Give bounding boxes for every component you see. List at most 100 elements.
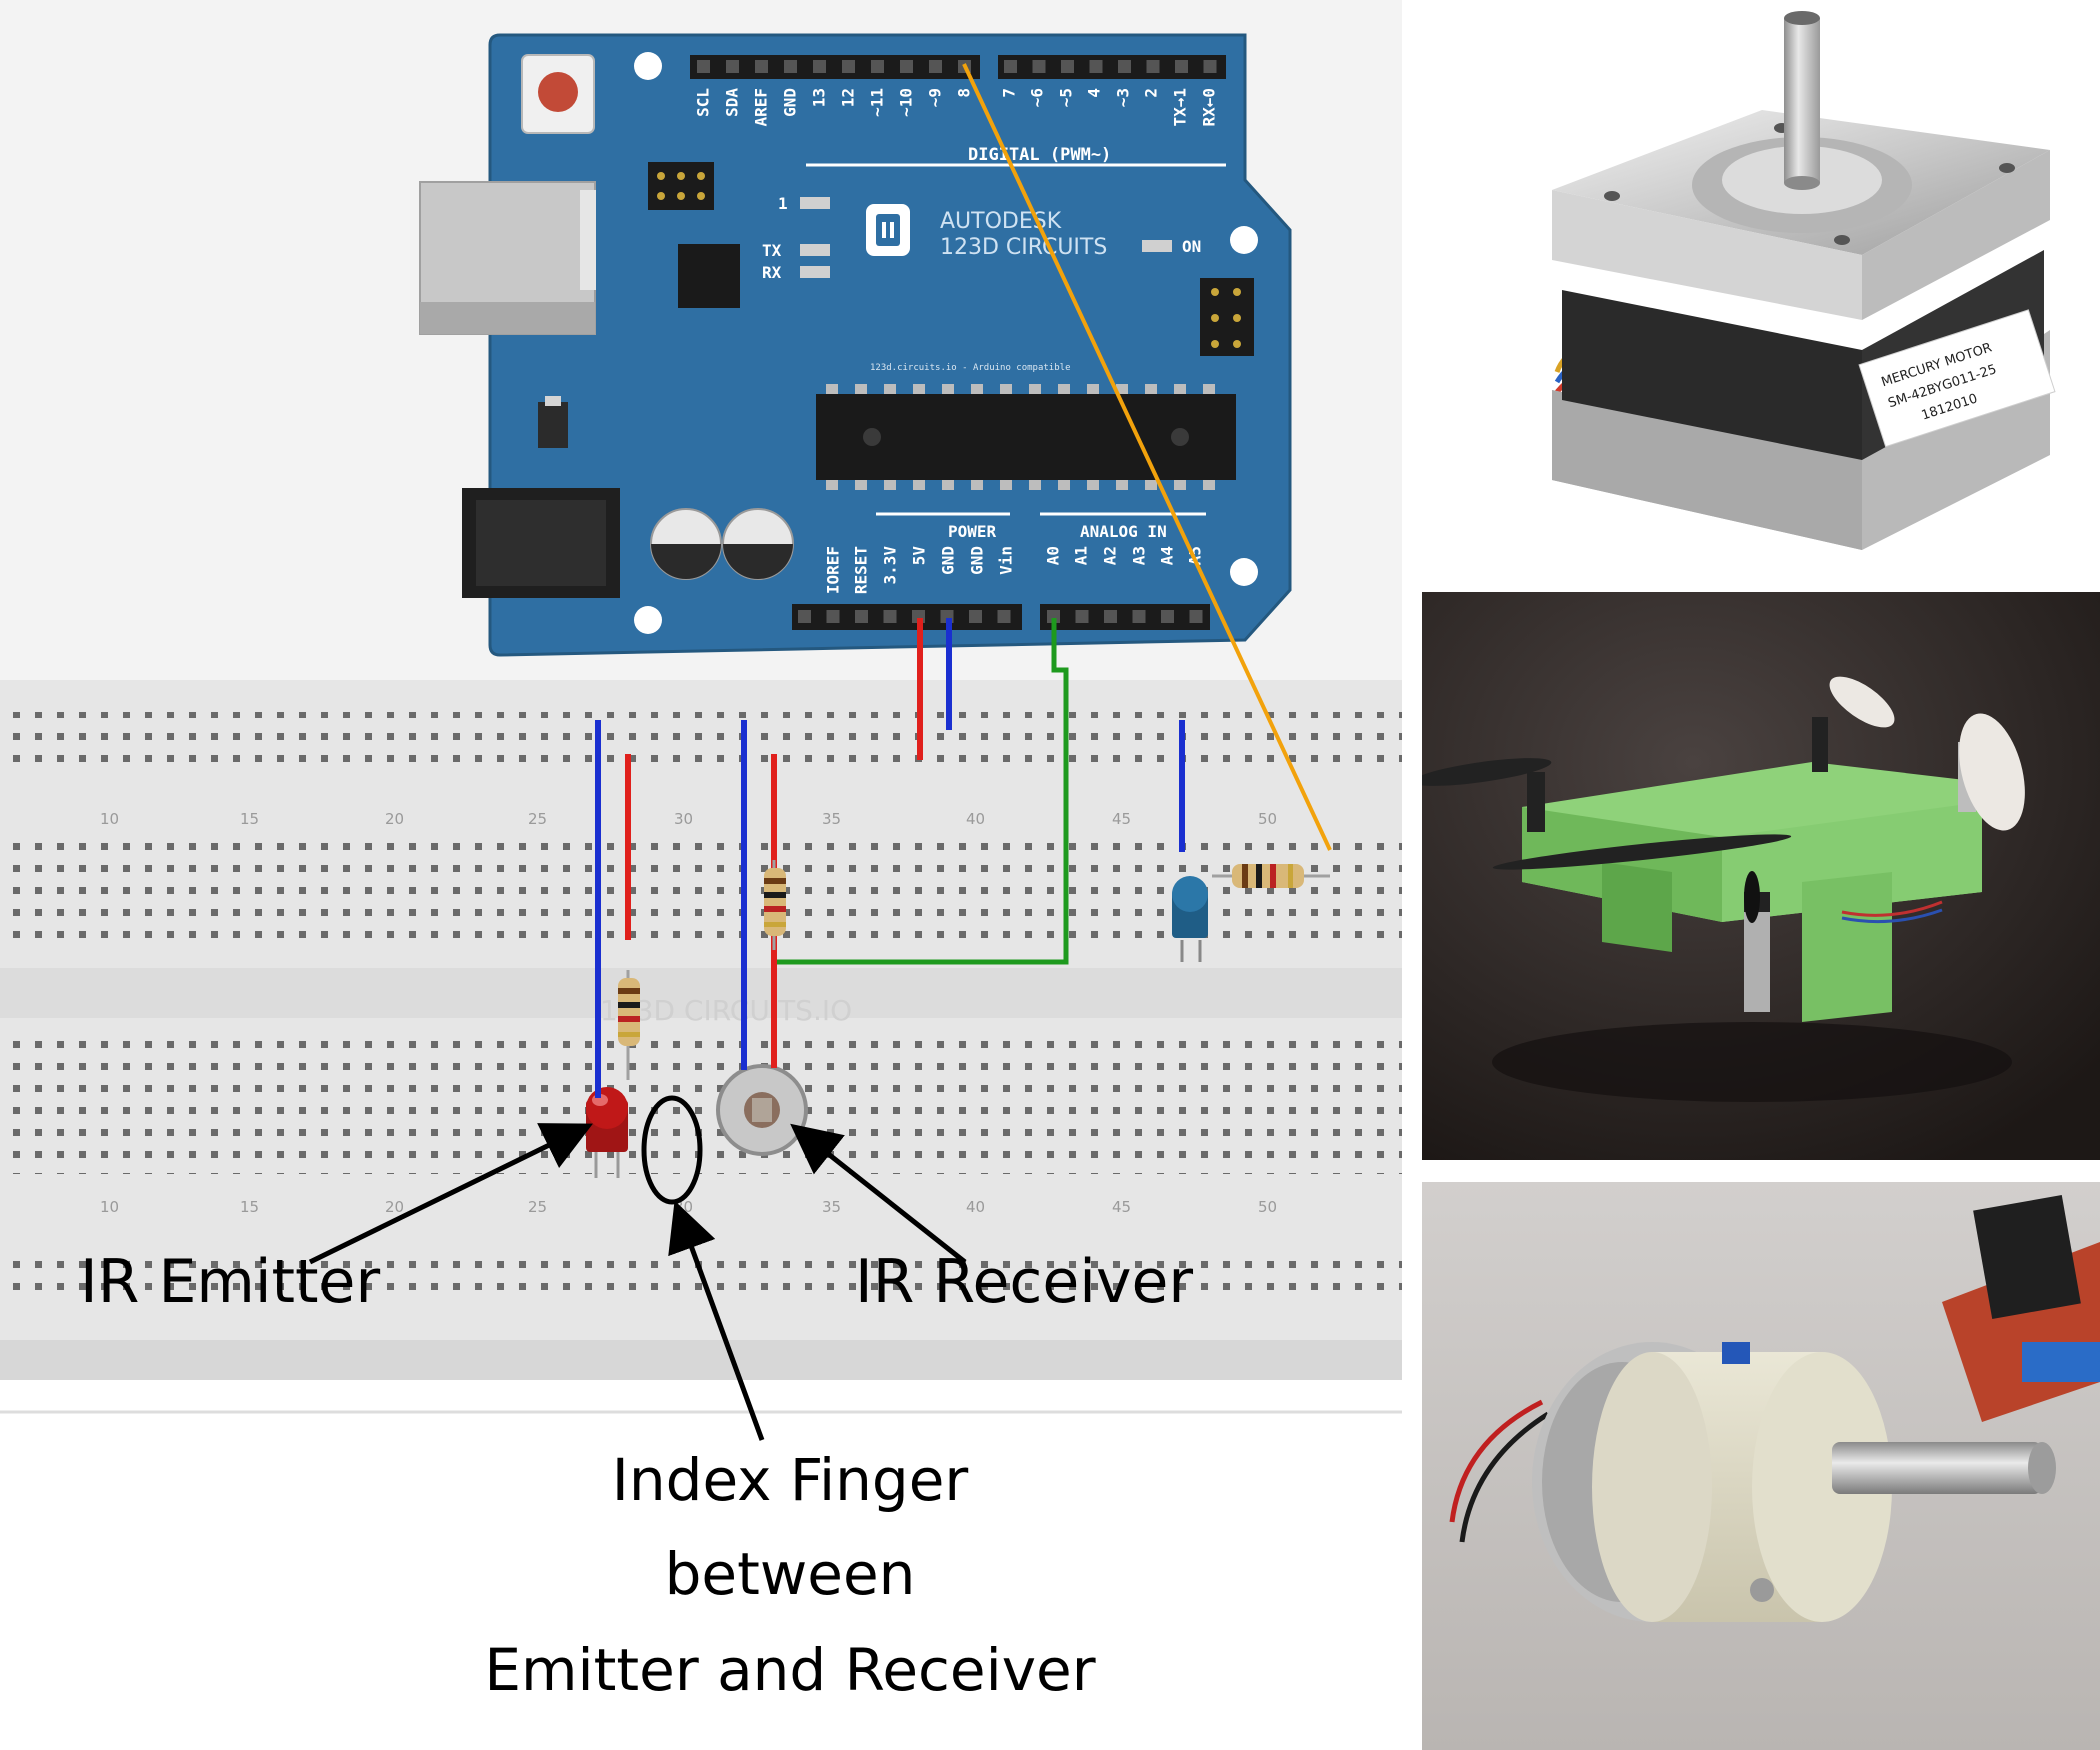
- mounting-hole: [1230, 558, 1258, 586]
- center-channel: [0, 968, 1402, 1018]
- col-num: 50: [1258, 1198, 1277, 1216]
- resistor-blue-led: [1212, 864, 1330, 888]
- col-num: 10: [100, 810, 119, 828]
- gear-motor-illustration: [1422, 1182, 2100, 1750]
- col-num: 15: [240, 1198, 259, 1216]
- col-num: 40: [966, 1198, 985, 1216]
- top-pin-label: TX→1: [1171, 88, 1190, 127]
- breadboard-watermark: 123D CIRCUITS.IO: [600, 994, 852, 1027]
- col-num: 25: [528, 1198, 547, 1216]
- top-pin-label: AREF: [752, 88, 771, 127]
- bottom-pin-label: 5V: [910, 546, 929, 566]
- finger-label-line1: Index Finger: [612, 1446, 969, 1514]
- top-pin-label: 4: [1085, 88, 1104, 98]
- ir-receiver-sensor: [716, 1064, 808, 1156]
- col-num: 20: [385, 810, 404, 828]
- top-pin-label: 12: [839, 88, 858, 107]
- drone-illustration: [1422, 592, 2100, 1160]
- bottom-pin-label: RESET: [852, 546, 871, 594]
- col-num: 25: [528, 810, 547, 828]
- mounting-hole: [634, 606, 662, 634]
- usb-chip: [678, 244, 740, 308]
- receiver-arrow: [790, 1123, 967, 1264]
- resistor-receiver: [764, 860, 786, 950]
- col-num: 10: [100, 1198, 119, 1216]
- finger-label-line2: between: [665, 1540, 916, 1608]
- motor-label: MERCURY MOTOR SM-42BYG011-25 1812010: [1858, 309, 2056, 448]
- bottom-pin-label: Vin: [997, 546, 1016, 575]
- top-pin-label: ~9: [926, 88, 945, 107]
- ir-emitter-led: [586, 1087, 628, 1178]
- finger-arrow: [668, 1200, 765, 1441]
- col-num: 45: [1112, 1198, 1131, 1216]
- bottom-pin-label: A3: [1130, 546, 1149, 565]
- resistor-emitter: [618, 970, 640, 1080]
- top-pin-label: ~3: [1114, 88, 1133, 107]
- circuit-diagram: 10 15 20 25 30 35 40 45 50 10 15 20 25 3…: [0, 0, 1402, 1704]
- col-num: 20: [385, 1198, 404, 1216]
- ir-receiver-label: IR Receiver: [855, 1247, 1193, 1317]
- annotations: IR Emitter IR Receiver Index Finger betw…: [80, 1095, 1193, 1704]
- led-1-label: 1: [778, 194, 788, 213]
- wire-pin8: [962, 63, 1332, 851]
- bottom-pin-label: GND: [968, 546, 987, 575]
- top-pin-label: GND: [781, 88, 800, 117]
- top-pin-label: 2: [1142, 88, 1161, 98]
- power-analog-header: [792, 604, 1210, 630]
- top-pin-label: RX←0: [1200, 88, 1219, 127]
- top-pin-label: SCL: [694, 88, 713, 117]
- digital-header: [690, 55, 1226, 79]
- top-pin-label: 7: [1000, 88, 1019, 98]
- top-pin-label: ~6: [1028, 88, 1047, 107]
- led-tx-label: TX: [762, 241, 782, 260]
- col-num: 40: [966, 810, 985, 828]
- bottom-pin-label: IOREF: [824, 546, 843, 594]
- circuit-svg: 10 15 20 25 30 35 40 45 50 10 15 20 25 3…: [0, 33, 1402, 1704]
- upper-terminal-strip: [0, 830, 1402, 942]
- mounting-hole: [634, 52, 662, 80]
- drone-photo: [1422, 592, 2100, 1160]
- col-num: 50: [1258, 810, 1277, 828]
- onboard-leds: 1 TX RX ON: [762, 194, 1201, 282]
- icsp-header-top: [648, 162, 714, 210]
- led-on-label: ON: [1182, 237, 1201, 256]
- column-numbers-top: 10 15 20 25 30 35 40 45 50: [100, 810, 1277, 828]
- col-num: 35: [822, 810, 841, 828]
- gear-motor-photo: [1422, 1182, 2100, 1750]
- icsp-header-right: [1200, 278, 1254, 356]
- voltage-regulator: [538, 402, 568, 448]
- board-url: 123d.circuits.io - Arduino compatible: [870, 363, 1070, 373]
- top-pin-label: 13: [810, 88, 829, 107]
- finger-label-line3: Emitter and Receiver: [484, 1636, 1095, 1704]
- capacitor: [650, 508, 722, 580]
- top-power-rail: [0, 712, 1402, 762]
- col-num: 15: [240, 810, 259, 828]
- top-pin-label: ~11: [868, 88, 887, 117]
- top-pin-label: ~10: [897, 88, 916, 117]
- bottom-pin-label: A2: [1101, 546, 1120, 565]
- blue-led: [1172, 876, 1208, 962]
- top-pin-label: 8: [955, 88, 974, 98]
- digital-header-label: DIGITAL (PWM~): [968, 145, 1111, 165]
- bottom-pin-label: A4: [1158, 546, 1177, 565]
- power-header-label: POWER: [948, 522, 997, 541]
- atmega-chip: [816, 384, 1236, 490]
- top-pin-label: SDA: [723, 88, 742, 117]
- reset-button-cap: [538, 72, 578, 112]
- top-pin-labels: SCL SDA AREF GND 13 12 ~11 ~10 ~9 8 7 ~6 ~5 4 ~3 2 TX→1 R…: [694, 88, 1219, 127]
- mounting-hole: [1230, 226, 1258, 254]
- wires: [595, 63, 1332, 1098]
- led-rx-label: RX: [762, 263, 782, 282]
- col-num: 30: [674, 810, 693, 828]
- breadboard: 10 15 20 25 30 35 40 45 50 10 15 20 25 3…: [0, 680, 1402, 1414]
- analog-header-label: ANALOG IN: [1080, 522, 1167, 541]
- bottom-pin-label: A0: [1044, 546, 1063, 565]
- bottom-pin-label: GND: [939, 546, 958, 575]
- bottom-pin-label: A1: [1072, 546, 1091, 565]
- stepper-motor-illustration: MERCURY MOTOR SM-42BYG011-25 1812010: [1552, 11, 2056, 550]
- capacitor: [722, 508, 794, 580]
- top-pin-label: ~5: [1057, 88, 1076, 107]
- bottom-pin-label: 3.3V: [881, 546, 900, 585]
